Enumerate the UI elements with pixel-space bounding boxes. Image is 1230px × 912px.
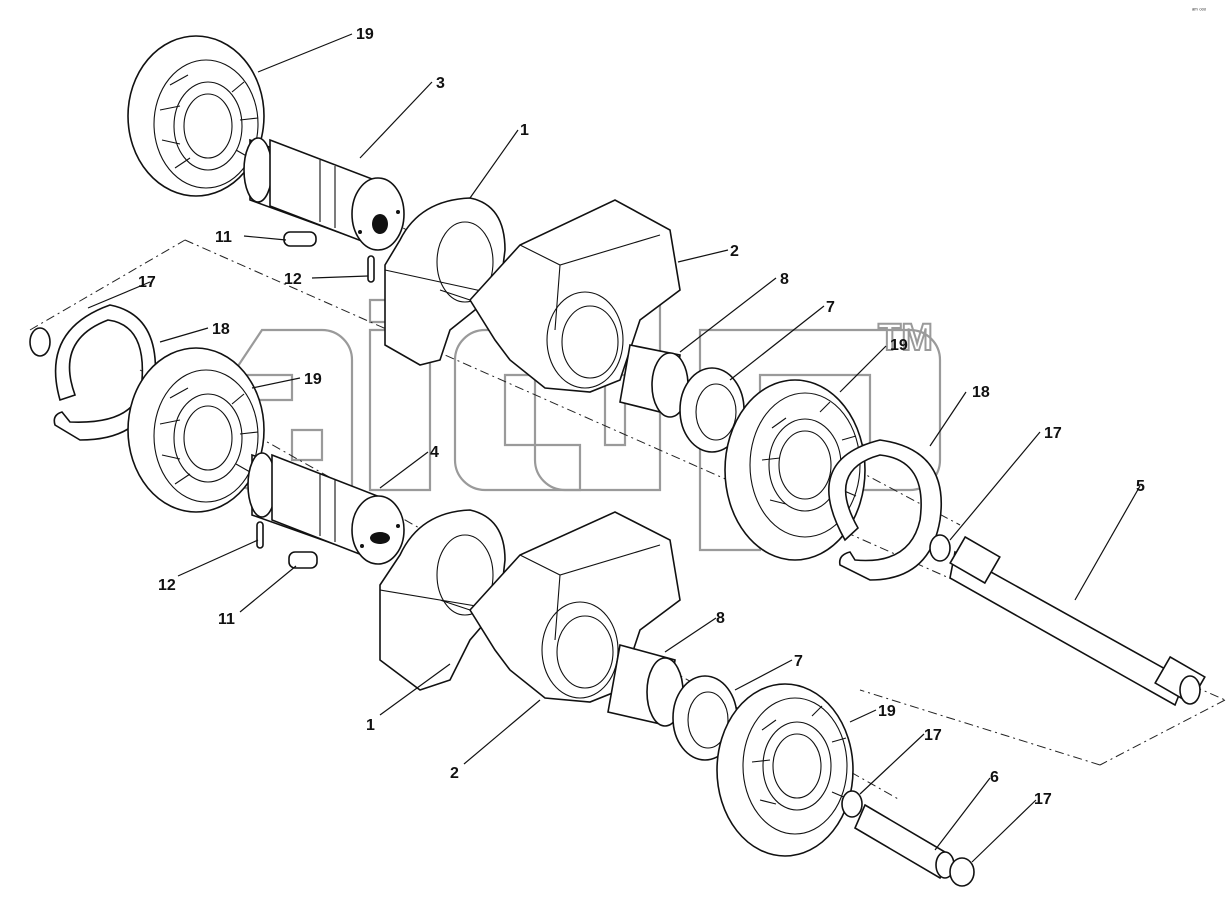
callout-17: 17 [1044, 425, 1062, 442]
callout-1: 1 [366, 717, 375, 734]
shaft-6 [853, 803, 955, 880]
trademark-symbol: TM [878, 317, 933, 359]
shaft-4 [247, 452, 405, 565]
callout-7: 7 [794, 653, 803, 670]
callout-6: 6 [990, 769, 999, 786]
snap-ring-17-lower [841, 790, 863, 818]
snap-ring-17-left [29, 327, 51, 357]
leader-lines [87, 33, 1141, 863]
bearing-19-lower-left [127, 347, 265, 513]
callout-19: 19 [878, 703, 896, 720]
callout-19: 19 [304, 371, 322, 388]
snap-ring-18-left [53, 304, 157, 441]
key-11-lower [288, 551, 318, 569]
bearing-19-right [724, 379, 866, 561]
pin-12-upper [367, 255, 375, 283]
callout-17: 17 [924, 727, 942, 744]
callout-2: 2 [450, 765, 459, 782]
callout-18: 18 [972, 384, 990, 401]
callout-19: 19 [890, 337, 908, 354]
callout-2: 2 [730, 243, 739, 260]
snap-ring-17-right [929, 534, 951, 562]
callout-7: 7 [826, 299, 835, 316]
callout-19: 19 [356, 26, 374, 43]
callout-8: 8 [780, 271, 789, 288]
corner-mark: ᵃᵐ ᵒᵒᵒ [1192, 8, 1207, 14]
callout-3: 3 [436, 75, 445, 92]
shaft-3 [243, 137, 405, 251]
snap-ring-18-right [828, 439, 942, 581]
bushing-8-upper [619, 344, 689, 418]
bearing-19-lower-right [716, 683, 854, 857]
callout-5: 5 [1136, 478, 1145, 495]
callout-12: 12 [158, 577, 176, 594]
callout-18: 18 [212, 321, 230, 338]
callout-11: 11 [215, 229, 232, 246]
callout-1: 1 [520, 122, 529, 139]
bearing-19-upper-left [127, 35, 265, 197]
callout-labels: 19 3 1 11 12 2 17 18 8 7 19 19 18 17 4 5… [138, 26, 1145, 808]
callout-4: 4 [430, 444, 439, 461]
pin-12-lower [256, 521, 264, 549]
callout-11: 11 [218, 611, 235, 628]
snap-ring-17-end [949, 857, 975, 887]
shaft-5 [949, 535, 1206, 707]
callout-12: 12 [284, 271, 302, 288]
callout-8: 8 [716, 610, 725, 627]
bushing-8-lower [607, 643, 684, 727]
key-11-upper [283, 231, 317, 247]
callout-17: 17 [138, 274, 156, 291]
callout-17: 17 [1034, 791, 1052, 808]
ring-7-upper [679, 367, 745, 453]
